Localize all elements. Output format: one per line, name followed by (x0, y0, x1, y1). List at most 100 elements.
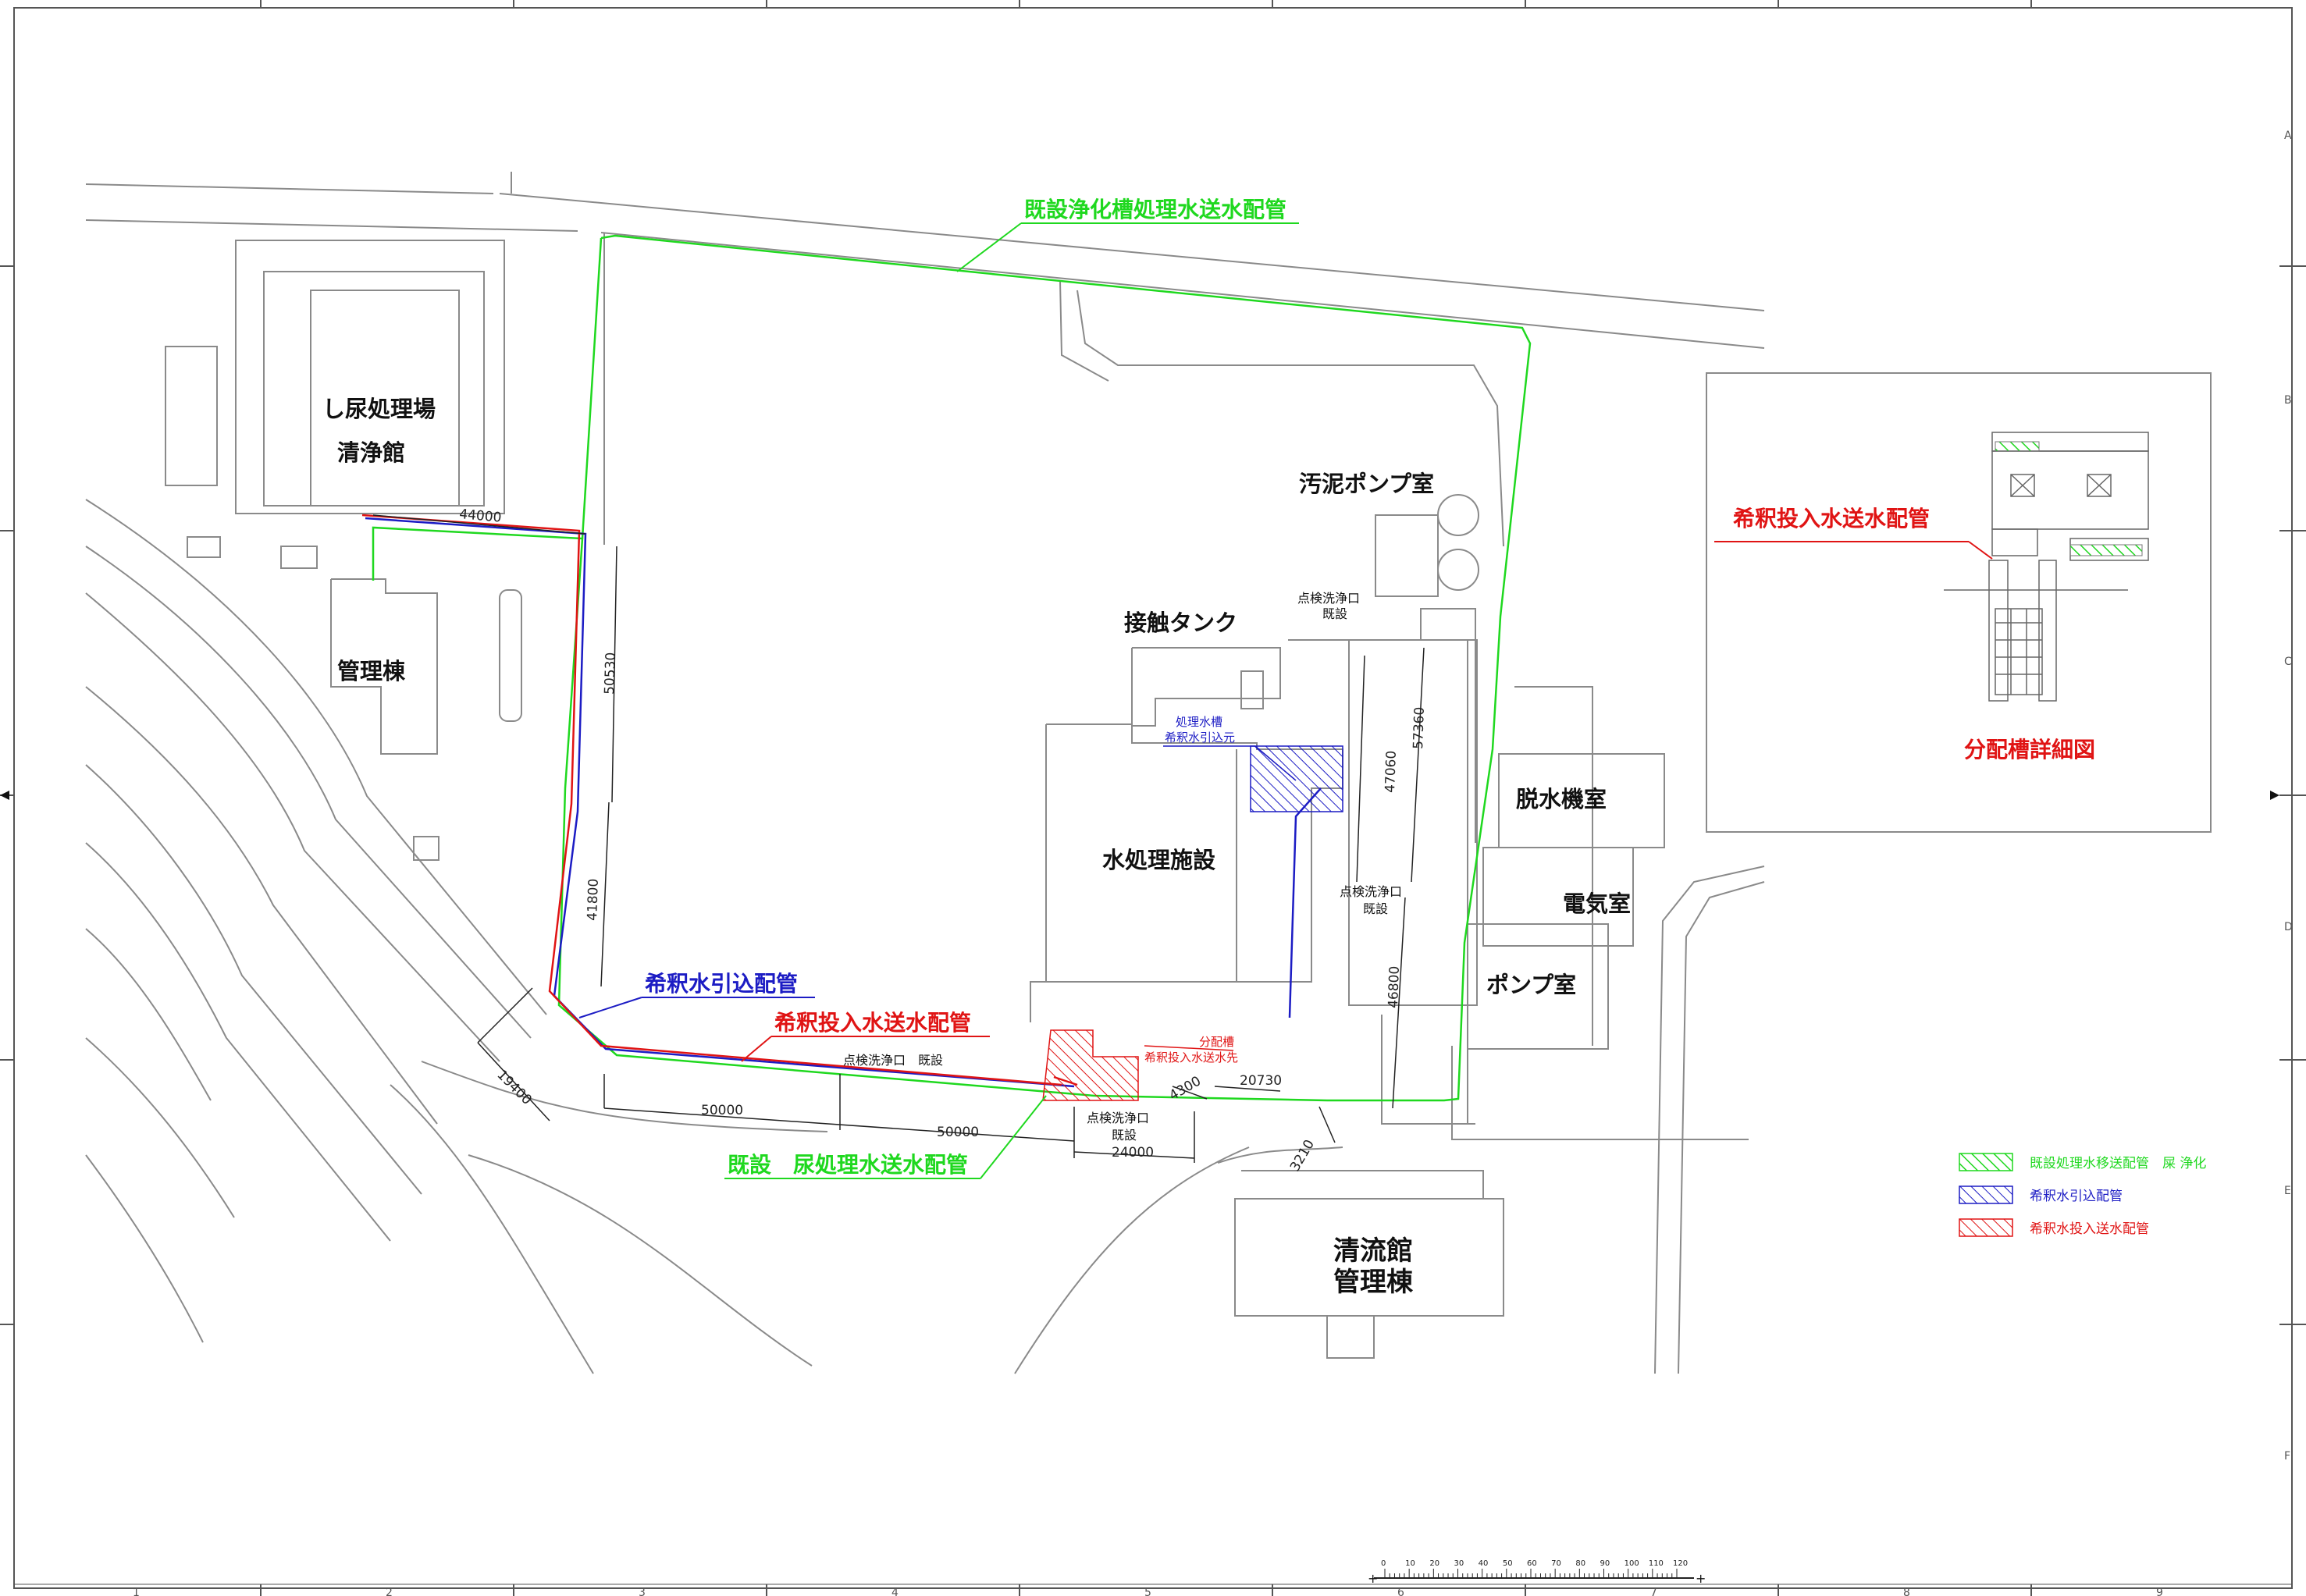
scale-bar: + + 0 10 20 30 40 50 60 70 80 90 100 110 120 (1368, 1559, 1706, 1586)
pipe-green (372, 234, 1532, 1102)
scale-tick-label: 90 (1600, 1559, 1610, 1568)
detail-drawing (1944, 432, 2149, 702)
treatment-water-tank-hatch (1250, 745, 1343, 812)
legend: 既設処理水移送配管 屎 浄化 希釈水引込配管 希釈水投入送水配管 (1959, 1153, 2206, 1237)
note-distribution-tank: 分配槽 希釈投入水送水先 (1144, 1035, 1238, 1065)
label-denki: 電気室 (1563, 890, 1631, 917)
legend-item-green: 既設処理水移送配管 屎 浄化 (1959, 1153, 2206, 1171)
dim-24000: 24000 (1112, 1145, 1154, 1161)
sheet-frame (13, 7, 2293, 1589)
grid-row-a: A (2284, 130, 2292, 142)
dim-50530: 50530 (602, 652, 619, 695)
pipe-label-red-text: 希釈投入水送水配管 (774, 1010, 971, 1036)
pipe-label-blue-text: 希釈水引込配管 (645, 971, 798, 997)
scale-tick-label: 40 (1479, 1559, 1489, 1568)
label-suishori: 水処理施設 (1102, 847, 1216, 873)
detail-hatch-strip (1995, 441, 2143, 556)
label-sesshoku: 接触タンク (1124, 610, 1237, 636)
dim-3210: 3210 (1287, 1137, 1318, 1174)
scale-tick-label: 30 (1454, 1559, 1464, 1568)
grid-row-c: C (2284, 656, 2292, 668)
legend-item-blue: 希釈水引込配管 (1959, 1185, 2123, 1204)
note-cleanout-d2: 既設 (1112, 1128, 1137, 1143)
building-pump (1467, 923, 1609, 1050)
dim-4300: 4300 (1167, 1073, 1204, 1104)
dim-19400: 19400 (493, 1067, 534, 1107)
base-map (85, 172, 1765, 1374)
pipe-label-green-top: 既設浄化槽処理水送水配管 (956, 197, 1299, 272)
grid-row-labels: A B C D E F (2284, 130, 2293, 1463)
scale-tick-label: 70 (1551, 1559, 1561, 1568)
grid-row-d: D (2284, 921, 2293, 933)
label-seiryu-kanri: 管理棟 (1333, 1267, 1414, 1298)
legend-label-green: 既設処理水移送配管 屎 浄化 (2030, 1156, 2206, 1171)
grid-col-8: 8 (1903, 1587, 1910, 1596)
dim-47060: 47060 (1383, 750, 1400, 793)
note-treatment-tank: 処理水槽 希釈水引込元 (1163, 715, 1297, 781)
legend-label-red: 希釈水投入送水配管 (2030, 1221, 2149, 1237)
frame-arrows (0, 791, 2279, 800)
dim-41800: 41800 (585, 878, 602, 921)
pipe-label-green-bottom: 既設 尿処理水送水配管 (724, 1095, 1047, 1179)
dim-50000a: 50000 (701, 1103, 743, 1118)
scale-tick-label: 10 (1405, 1559, 1415, 1568)
grid-col-6: 6 (1397, 1587, 1404, 1596)
label-pump: ポンプ室 (1486, 972, 1576, 998)
scale-tick-label: 20 (1429, 1559, 1439, 1568)
grid-row-f: F (2284, 1450, 2290, 1463)
note-cleanout-d1: 点検洗浄口 (1087, 1111, 1149, 1125)
label-kanri: 管理棟 (337, 658, 406, 684)
grid-col-2: 2 (386, 1587, 393, 1596)
scale-tick-label: 80 (1575, 1559, 1585, 1568)
grid-col-5: 5 (1144, 1587, 1151, 1596)
legend-item-red: 希釈水投入送水配管 (1959, 1218, 2149, 1237)
grid-col-7: 7 (1650, 1587, 1657, 1596)
grid-col-1: 1 (133, 1587, 140, 1596)
grid-col-4: 4 (891, 1587, 899, 1596)
detail-pipe-label: 希釈投入水送水配管 (1733, 506, 1930, 531)
grid-col-9: 9 (2156, 1587, 2163, 1596)
pipe-label-green-bottom-text: 既設 尿処理水送水配管 (728, 1152, 968, 1178)
building-shinyo-outer (235, 240, 505, 514)
grid-row-e: E (2284, 1185, 2291, 1197)
scale-tick-label: 60 (1527, 1559, 1537, 1568)
pipe-label-green-top-text: 既設浄化槽処理水送水配管 (1024, 197, 1286, 222)
dim-20730: 20730 (1240, 1073, 1282, 1089)
building-shinyo-inner (263, 271, 485, 507)
scale-tick-label: 50 (1503, 1559, 1513, 1568)
note-cleanout-b2: 既設 (1363, 901, 1388, 916)
note-cleanout-c: 点検洗浄口 既設 (843, 1053, 943, 1068)
scale-tick-label: 100 (1625, 1559, 1639, 1568)
dim-46800: 46800 (1386, 965, 1403, 1008)
pipe-blue (365, 517, 1322, 1088)
scale-tick-label: 0 (1381, 1559, 1386, 1568)
scale-plus-right: + (1696, 1571, 1706, 1586)
label-seijo: 清浄館 (337, 439, 405, 466)
scale-tick-label: 110 (1649, 1559, 1664, 1568)
dimension-lines (372, 514, 1425, 1163)
pipe-label-blue: 希釈水引込配管 (578, 971, 815, 1018)
dim-44000: 44000 (459, 507, 503, 526)
detail-title: 分配槽詳細図 (1964, 737, 2095, 762)
small-shed (165, 346, 218, 486)
building-shinyo (310, 290, 460, 507)
note-cleanout-b1: 点検洗浄口 (1340, 884, 1402, 899)
note-treatment-tank-2: 希釈水引込元 (1165, 730, 1235, 745)
legend-label-blue: 希釈水引込配管 (2030, 1189, 2123, 1204)
pipe-red (361, 514, 1078, 1086)
label-shinyo: し尿処理場 (322, 396, 436, 422)
detail-box: 希釈投入水送水配管 分配槽詳細図 (1706, 372, 2212, 833)
note-distribution-tank-2: 希釈投入水送水先 (1144, 1050, 1238, 1065)
building-kanri (330, 578, 438, 755)
distribution-tank-hatch (1042, 1029, 1139, 1101)
scale-plus-left: + (1368, 1571, 1378, 1586)
dim-50000b: 50000 (937, 1125, 979, 1140)
label-seiryu: 清流館 (1333, 1235, 1413, 1267)
pipe-label-red: 希釈投入水送水配管 (741, 1010, 990, 1062)
scale-tick-label: 120 (1673, 1559, 1688, 1568)
note-distribution-tank-1: 分配槽 (1199, 1035, 1234, 1049)
dim-57360: 57360 (1411, 706, 1428, 749)
building-seiryu (1234, 1198, 1504, 1317)
